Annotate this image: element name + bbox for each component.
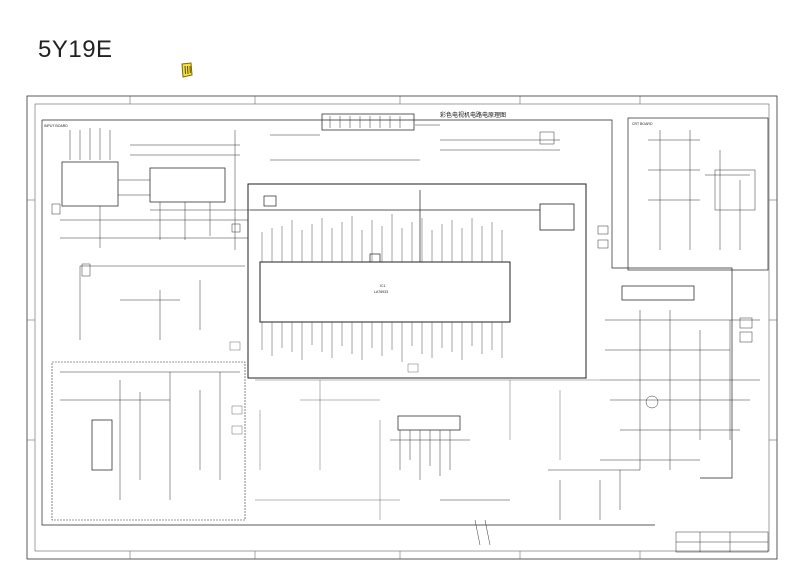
model-title: 5Y19E (38, 36, 113, 63)
audio-ic-section (390, 415, 640, 546)
input-board-label: INPUT BOARD (44, 124, 68, 128)
misc-wiring (229, 341, 600, 520)
input-board (51, 128, 250, 250)
main-ic-block (247, 183, 587, 379)
zone-ticks (27, 96, 777, 559)
deflection-section (600, 285, 760, 470)
main-ic-ref: IC1 (380, 284, 386, 288)
sticky-note-icon[interactable] (180, 62, 194, 78)
sheet-inner-border (34, 103, 770, 552)
diagram-title: 彩色电视机电路电原理图 (440, 113, 507, 119)
crt-board-label: CRT BOARD (632, 122, 653, 126)
top-connector (270, 113, 560, 161)
title-block (675, 531, 769, 553)
crt-board (597, 130, 756, 250)
sheet-outer-border (26, 95, 778, 560)
power-supply-section (51, 263, 246, 521)
main-drawing-frame (41, 117, 769, 526)
main-ic-part: LA76933 (374, 290, 389, 294)
